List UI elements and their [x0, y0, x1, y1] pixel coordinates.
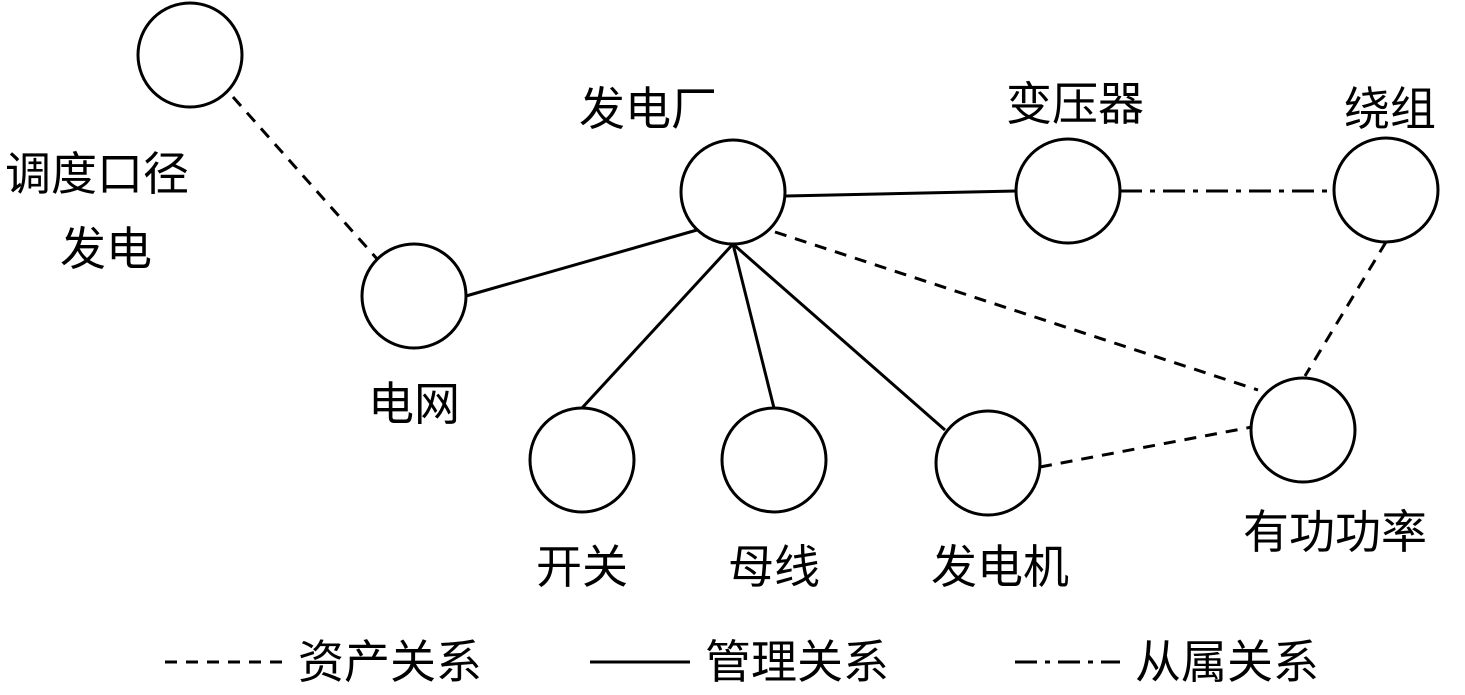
label-grid: 电网	[368, 377, 460, 431]
node-busbar	[720, 406, 828, 514]
node-winding	[1332, 136, 1440, 244]
edges	[231, 96, 1388, 469]
edge-plant-busbar	[731, 243, 776, 409]
node-labels: 调度口径 发电 电网 发电厂 变压器 绕组 开关 母线 发电机 有功功率	[5, 77, 1436, 594]
label-switch: 开关	[536, 540, 628, 594]
edge-plant-switch	[580, 242, 735, 410]
label-active-power: 有功功率	[1243, 505, 1427, 559]
node-grid	[360, 242, 468, 350]
edge-plant-transformer	[785, 189, 1017, 198]
label-transformer: 变压器	[1006, 77, 1144, 131]
node-plant	[679, 138, 787, 246]
edge-plant-power	[774, 230, 1259, 392]
edge-dispatch-grid	[231, 96, 380, 261]
node-dispatch	[136, 1, 244, 109]
legend-asset-label: 资产关系	[298, 635, 482, 689]
label-plant: 发电厂	[579, 82, 717, 136]
node-switch	[528, 406, 636, 514]
edge-winding-power	[1303, 241, 1388, 377]
node-generator	[934, 409, 1042, 517]
label-generator: 发电机	[931, 540, 1069, 594]
label-dispatch-line1: 调度口径	[5, 147, 189, 201]
edge-plant-generator	[732, 242, 946, 432]
label-winding: 绕组	[1344, 82, 1436, 136]
label-busbar: 母线	[728, 540, 820, 594]
label-dispatch-line2: 发电	[60, 222, 152, 276]
node-active-power	[1249, 376, 1357, 484]
legend-subordinate-label: 从属关系	[1135, 635, 1319, 689]
legend-management-label: 管理关系	[705, 635, 889, 689]
node-transformer	[1014, 137, 1122, 245]
edge-generator-power	[1039, 425, 1253, 469]
legend: 资产关系 管理关系 从属关系	[165, 635, 1319, 689]
edge-grid-plant	[465, 228, 698, 298]
nodes	[136, 1, 1440, 517]
